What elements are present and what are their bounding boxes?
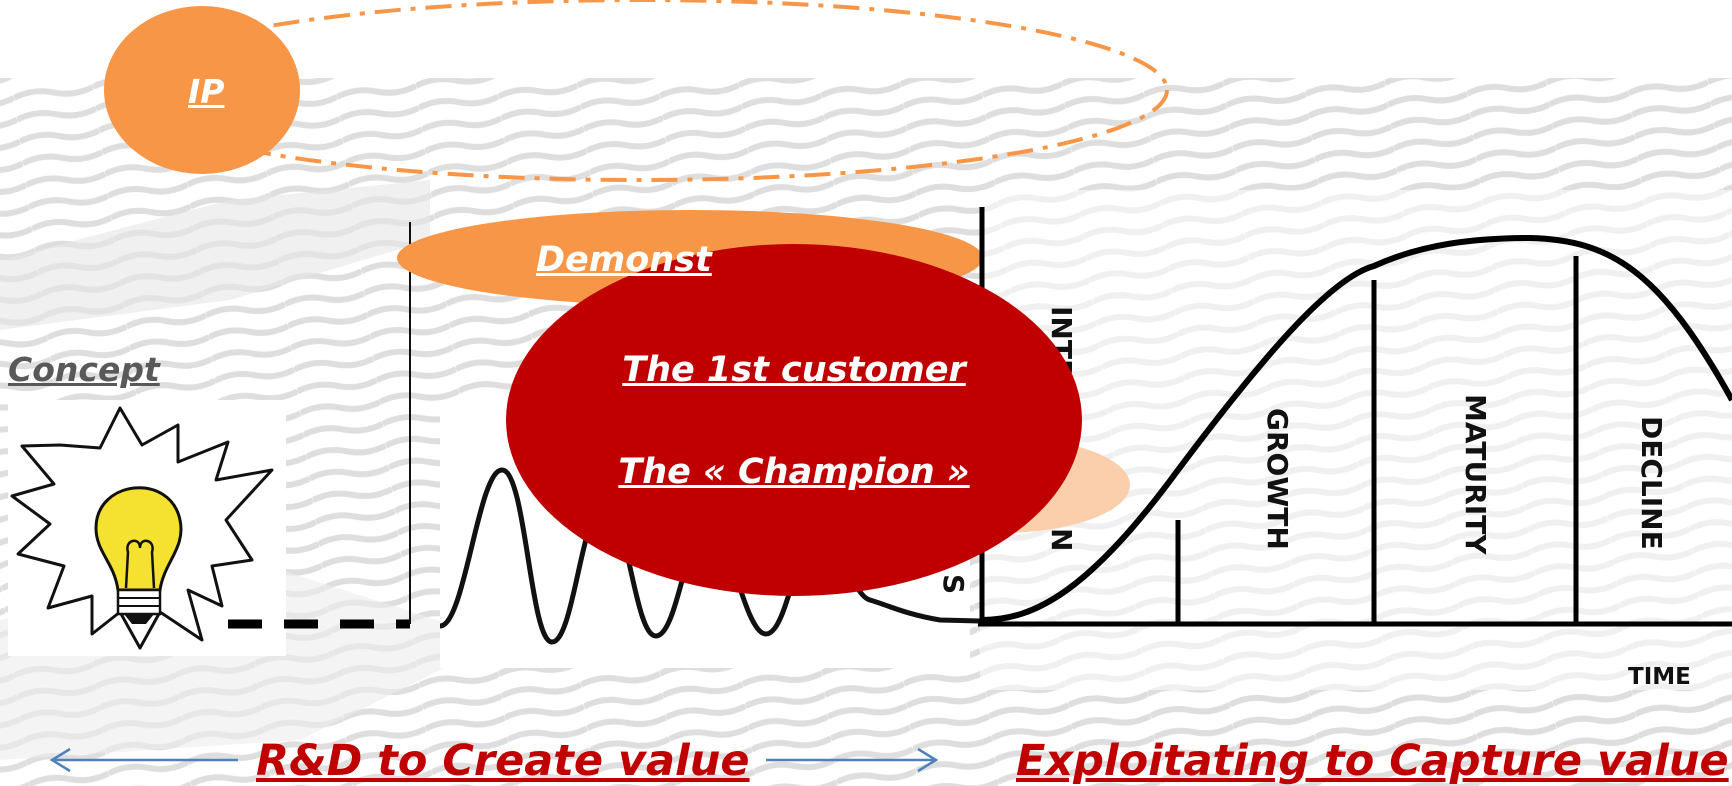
stage-label-growth: GROWTH: [1261, 408, 1294, 550]
right-arrow-icon: [766, 747, 939, 773]
champion-ellipse: [506, 244, 1082, 596]
axis-label-time: TIME: [1628, 664, 1691, 690]
concept-label: Concept: [8, 350, 160, 389]
champion-label: The « Champion »: [618, 452, 970, 492]
stage-label-decline: DECLINE: [1635, 416, 1668, 550]
ip-label: IP: [188, 72, 225, 111]
ip-ellipse: [104, 6, 300, 174]
lifecycle-panel: [980, 190, 1732, 690]
background-shape: [0, 180, 430, 330]
stage-label-maturity: MATURITY: [1459, 394, 1492, 555]
exploiting-capture-value-label: Exploitating to Capture value: [1016, 736, 1729, 786]
lightbulb-icon: [10, 406, 274, 650]
lifecycle-curve: [981, 234, 1732, 623]
demonstration-label: Demonst: [536, 240, 712, 280]
left-arrow-icon: [49, 747, 238, 773]
stage-label-introduction-tail: N: [1045, 528, 1078, 551]
stage-label-truncated: S: [937, 574, 970, 594]
rd-create-value-label: R&D to Create value: [256, 736, 750, 786]
first-customer-label: The 1st customer: [622, 350, 966, 390]
